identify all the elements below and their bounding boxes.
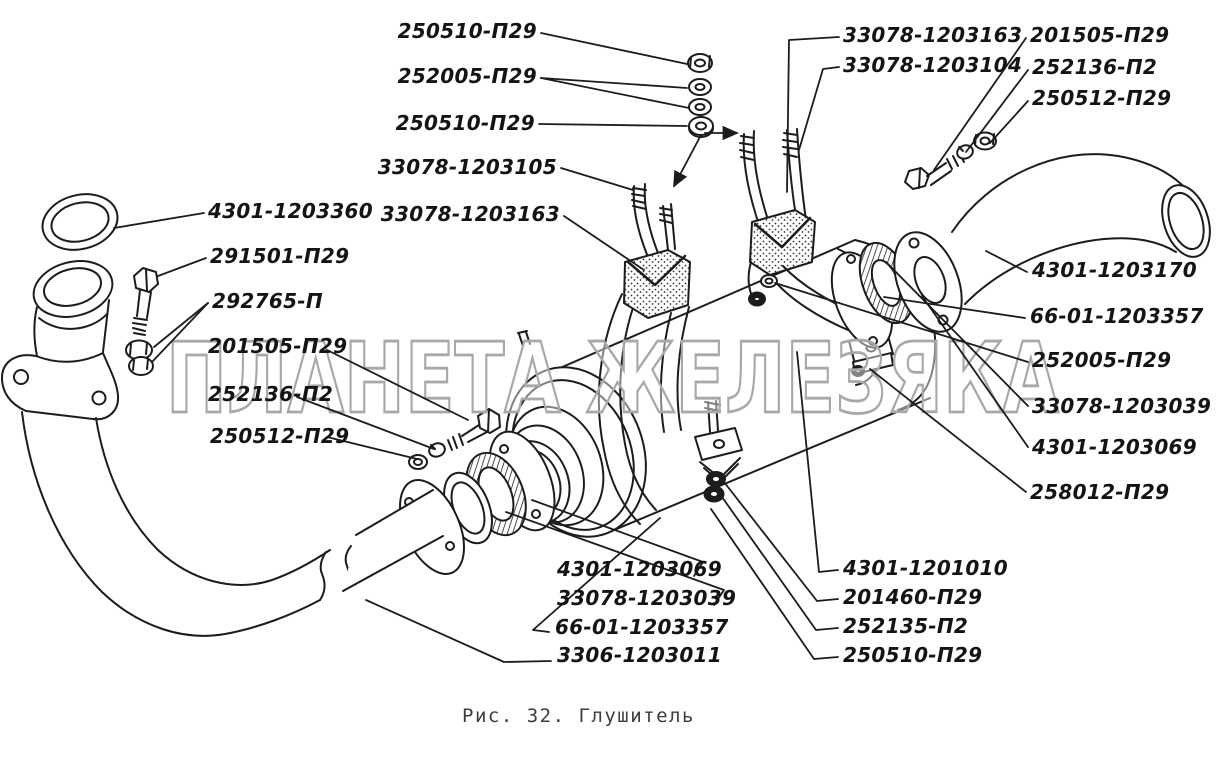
leader-line [540, 77, 690, 109]
flange-bolt-set-right [904, 131, 997, 190]
front-clamp-band [597, 286, 743, 525]
inlet-joint [342, 430, 556, 592]
leader-line [933, 37, 1027, 171]
leader-line [365, 599, 552, 663]
top-fastener-stack [687, 53, 714, 138]
exhaust-gasket-ring [41, 193, 119, 251]
bolt-291501 [132, 267, 159, 336]
left-hanger-cushion [623, 183, 691, 319]
leader-line [985, 250, 1028, 273]
leader-line [965, 69, 1029, 153]
leader-line [921, 295, 1029, 448]
leader-line [721, 496, 839, 631]
leader-line [326, 349, 469, 421]
leader-line [326, 436, 418, 460]
leader-line [540, 77, 688, 89]
watermark-text: ПЛАНЕТА ЖЕЛЕЗЯКА [166, 322, 1059, 435]
leader-line [538, 123, 688, 127]
leader-line [153, 302, 209, 348]
leader-lines [113, 32, 1029, 663]
leader-line [151, 302, 209, 363]
leader-line [710, 508, 839, 660]
flange-bolt-set-left [408, 408, 501, 470]
leader-line [157, 257, 207, 277]
leader-line [798, 66, 840, 151]
leader-line [296, 396, 435, 450]
leader-line [796, 351, 839, 573]
leader-line [885, 261, 1029, 407]
leader-line [883, 296, 1026, 319]
tail-pipe [951, 153, 1211, 305]
leader-line [723, 481, 839, 602]
leader-line [560, 167, 634, 191]
pointer-arrow [673, 134, 702, 188]
front-pipe [1, 260, 352, 637]
leader-line [531, 499, 704, 577]
leader-line [869, 368, 1027, 493]
leader-line [540, 32, 688, 65]
leader-line [505, 511, 725, 606]
leader-line [113, 212, 205, 229]
leader-line [989, 100, 1029, 144]
leader-line [532, 517, 661, 633]
leader-line [786, 36, 840, 193]
figure-caption: Рис. 32. Глушитель [462, 705, 695, 727]
nuts-292765 [125, 339, 154, 376]
leader-line [774, 282, 1029, 363]
leader-line [563, 215, 645, 271]
